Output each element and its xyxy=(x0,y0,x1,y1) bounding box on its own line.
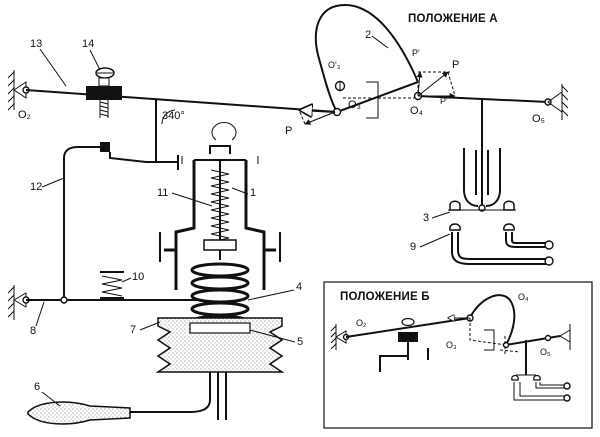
label-b-o4: O₄ xyxy=(518,292,529,302)
label-o5: O₅ xyxy=(532,113,545,125)
label-3: 3 xyxy=(423,212,429,224)
label-o3-prime: O'₃ xyxy=(328,60,341,70)
inset-mechanism xyxy=(330,294,571,402)
label-b-o2: O₂ xyxy=(356,318,367,328)
label-b-o3: O₃ xyxy=(446,340,457,350)
spring-11 xyxy=(203,160,237,260)
label-4: 4 xyxy=(296,281,302,293)
angle-label: 340° xyxy=(162,110,185,122)
title-position-a: ПОЛОЖЕНИЕ А xyxy=(408,13,498,25)
label-14: 14 xyxy=(82,38,94,50)
support-o5 xyxy=(547,84,569,120)
label-1: 1 xyxy=(250,187,256,199)
spring-10 xyxy=(100,271,124,299)
inset-frame xyxy=(323,281,593,429)
label-13: 13 xyxy=(30,38,42,50)
tubes-9 xyxy=(449,223,554,266)
capillary-6 xyxy=(27,372,227,425)
label-5: 5 xyxy=(297,336,303,348)
rod-12 xyxy=(63,146,100,298)
label-o3: O₃ xyxy=(348,99,361,111)
bellows-7 xyxy=(155,317,285,373)
lever-o4-o5 xyxy=(417,95,549,103)
lever-13 xyxy=(25,89,338,113)
label-p-prime-bottom: P' xyxy=(440,96,448,106)
label-p-left: P xyxy=(285,125,292,137)
label-8: 8 xyxy=(30,325,36,337)
label-p-prime-top: P' xyxy=(412,48,420,58)
adjusting-screw-14 xyxy=(86,67,122,118)
label-p-right: P xyxy=(452,59,459,71)
label-o2: O₂ xyxy=(18,109,31,121)
title-position-b: ПОЛОЖЕНИЕ Б xyxy=(340,291,430,303)
pilot-valve-3 xyxy=(448,100,516,212)
label-10: 10 xyxy=(132,271,144,283)
label-o4: O₄ xyxy=(410,105,424,117)
label-11: 11 xyxy=(157,187,168,199)
label-7: 7 xyxy=(130,324,136,336)
label-2: 2 xyxy=(365,29,371,41)
housing xyxy=(159,122,281,290)
label-6: 6 xyxy=(34,381,40,393)
cam-2 xyxy=(314,3,419,113)
label-12: 12 xyxy=(30,181,42,193)
label-b-o5: O₅ xyxy=(540,347,551,357)
label-9: 9 xyxy=(410,241,416,253)
